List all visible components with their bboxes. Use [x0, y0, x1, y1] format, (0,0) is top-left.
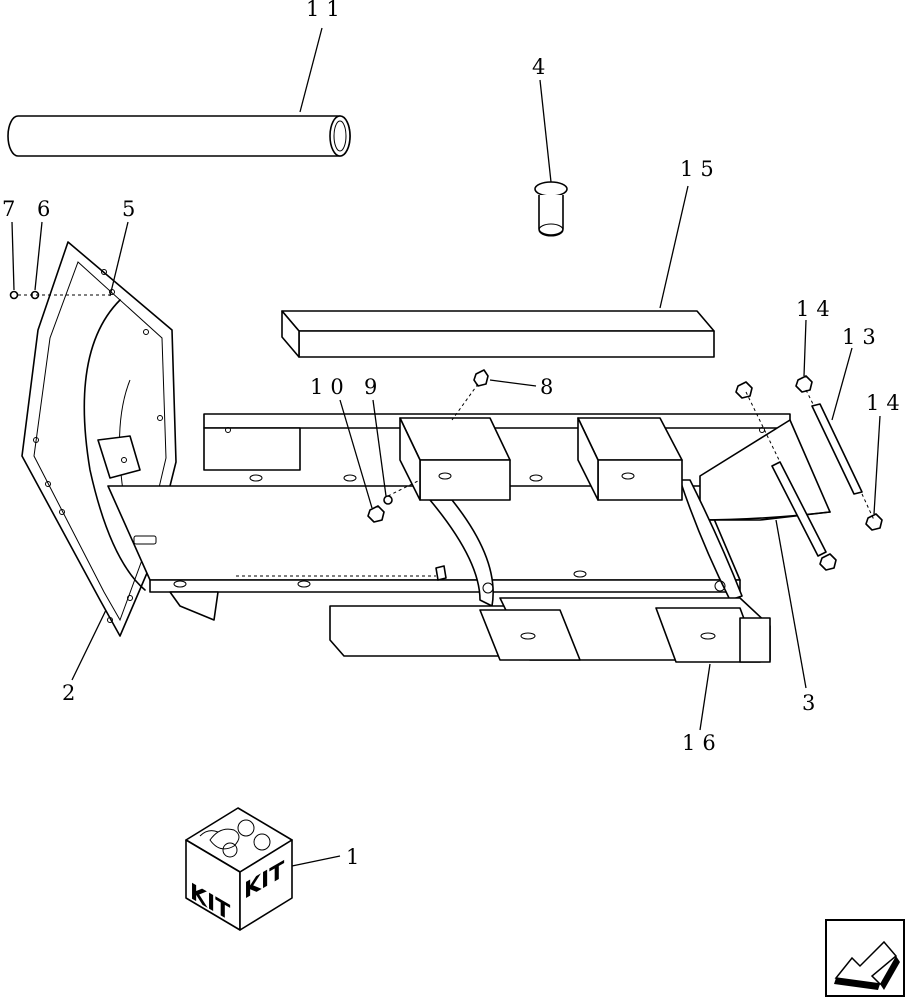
upper-mount-blocks [399, 417, 683, 501]
callout-4: 4 [532, 55, 552, 79]
callout-labels: 11 4 15 7 6 5 14 13 10 9 8 14 2 3 16 1 [2, 0, 907, 869]
callout-6: 6 [37, 197, 57, 221]
callout-9: 9 [364, 375, 384, 399]
kit-box-icon: KIT KIT [185, 807, 293, 931]
part-11-tube [7, 115, 351, 157]
fan-blade [169, 591, 219, 621]
hardware-nuts [9, 290, 883, 581]
callout-13: 13 [842, 325, 883, 349]
callout-2: 2 [62, 681, 82, 705]
callout-1: 1 [346, 845, 366, 869]
leader-lines [11, 27, 881, 867]
callout-11: 11 [306, 0, 347, 21]
previous-page-arrow-icon[interactable] [825, 919, 905, 997]
callout-7: 7 [2, 197, 22, 221]
part-15-bar [281, 310, 715, 358]
callout-3: 3 [802, 691, 822, 715]
part-16-lower-bars [329, 597, 771, 663]
part-13-rods [771, 403, 863, 557]
part-4-bushing [534, 181, 568, 237]
assembly-lines [18, 294, 875, 577]
callout-15: 15 [680, 157, 721, 181]
callout-5: 5 [122, 197, 142, 221]
callout-14-top: 14 [796, 297, 837, 321]
callout-8: 8 [540, 375, 560, 399]
callout-14-bottom: 14 [866, 391, 907, 415]
callout-16: 16 [682, 731, 723, 755]
callout-10: 10 [310, 375, 351, 399]
